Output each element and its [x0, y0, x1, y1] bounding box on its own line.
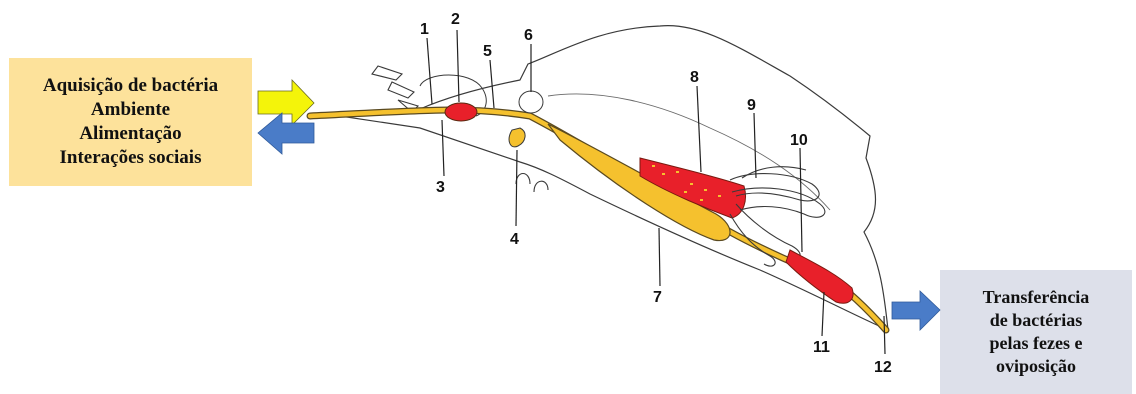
arrow-in-icon — [258, 80, 314, 125]
part-label-3: 3 — [436, 179, 445, 196]
crop-loops — [516, 174, 548, 193]
arrow-out-right-icon — [892, 291, 940, 330]
part-label-12: 12 — [874, 359, 892, 376]
pharynx-bulb — [445, 103, 477, 121]
part-label-9: 9 — [747, 97, 756, 114]
cardia-bulb — [519, 91, 543, 113]
part-label-7: 7 — [653, 289, 662, 306]
part-label-6: 6 — [524, 27, 533, 44]
part-label-2: 2 — [451, 11, 460, 28]
arrow-out-left-icon — [258, 113, 314, 154]
part-label-5: 5 — [483, 43, 492, 60]
mouthpart-appendage — [372, 66, 418, 112]
body-outline — [320, 26, 888, 330]
part-label-8: 8 — [690, 69, 699, 86]
part-label-4: 4 — [510, 231, 519, 248]
part-label-10: 10 — [790, 132, 808, 149]
part-label-11: 11 — [813, 339, 830, 356]
part-label-1: 1 — [420, 21, 429, 38]
